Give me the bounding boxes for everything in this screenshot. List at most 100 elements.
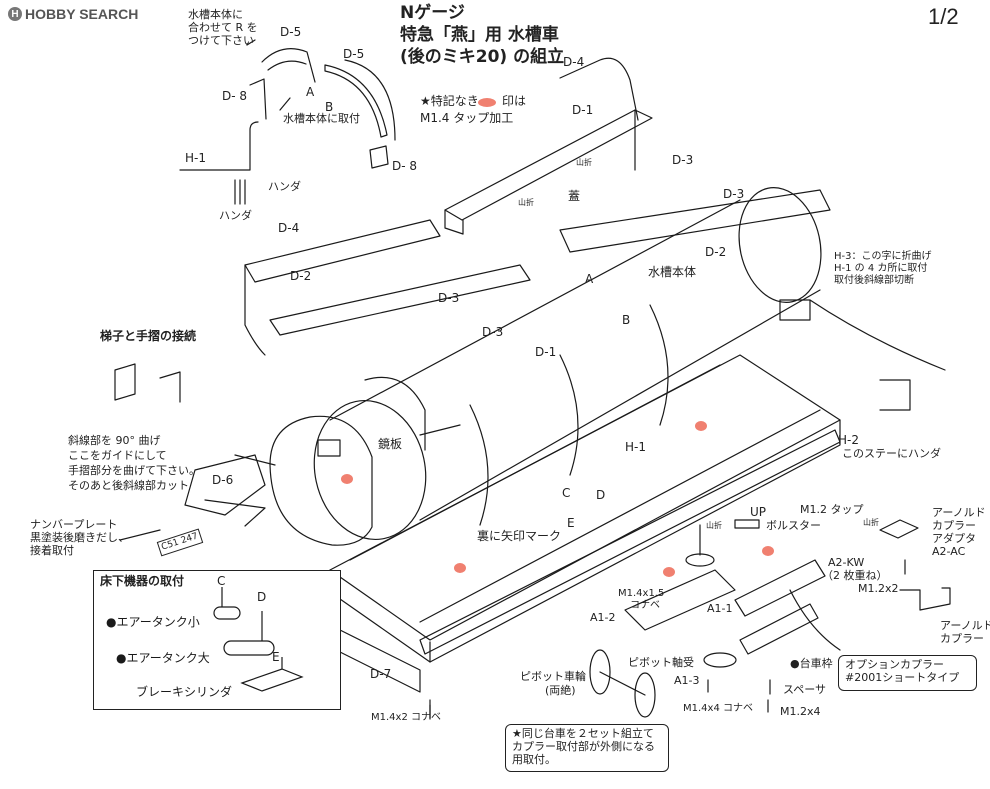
same-bogie-line-1: ★同じ台車を２セット組立て bbox=[512, 727, 654, 740]
label-a2: A bbox=[585, 272, 594, 286]
large-tank-icon bbox=[223, 640, 275, 656]
underframe-h1 bbox=[329, 354, 841, 663]
label-d2-b: D-2 bbox=[705, 245, 727, 259]
tap-note-1: ★特記なき bbox=[420, 94, 479, 108]
page-number: 1/2 bbox=[928, 4, 959, 29]
label-d7: D-7 bbox=[370, 667, 392, 681]
label-b1: B bbox=[325, 100, 334, 114]
callout-h3-2: H-1 の 4 カ所に取付 bbox=[834, 263, 928, 274]
underfloor-item-large-tank: ●エアータンク大 bbox=[116, 651, 210, 665]
underfloor-item-small-tank: ●エアータンク小 bbox=[106, 615, 200, 629]
callout-bend-1: 斜線部を 90° 曲げ bbox=[68, 434, 161, 447]
label-tank-body: 水槽本体 bbox=[648, 265, 697, 279]
bogie-konabe: コナベ bbox=[630, 600, 660, 611]
callout-plate-1: ナンバープレート bbox=[30, 518, 118, 531]
bogie-a1-3: A1-3 bbox=[674, 674, 700, 687]
bogie-a1-2: A1-2 bbox=[590, 611, 616, 624]
underfloor-letter-d: D bbox=[257, 590, 267, 604]
callout-stay-solder: このステーにハンダ bbox=[842, 447, 941, 460]
callout-tank-align-1: 水槽本体に bbox=[188, 8, 243, 21]
d5-parts bbox=[249, 48, 396, 141]
same-bogie-note: ★同じ台車を２セット組立て カプラー取付部が外側になる 用取付。 bbox=[505, 724, 669, 772]
same-bogie-line-3: 用取付。 bbox=[512, 753, 556, 766]
label-d1-b: D-1 bbox=[535, 345, 557, 359]
label-d4-a: D-4 bbox=[563, 55, 585, 69]
callout-plate-3: 接着取付 bbox=[30, 544, 74, 557]
adapter-line-4: A2-AC bbox=[932, 545, 966, 558]
bogie-m12x4: M1.2x4 bbox=[780, 705, 821, 718]
label-d2-a: D-2 bbox=[290, 269, 312, 283]
label-d8-b: D- 8 bbox=[392, 159, 418, 173]
label-lid: 蓋 bbox=[568, 189, 581, 203]
callout-mountain-3: 山折 bbox=[706, 521, 722, 530]
ladder-detail bbox=[114, 363, 181, 403]
label-d8-a: D- 8 bbox=[222, 89, 248, 103]
label-h1-a: H-1 bbox=[185, 151, 206, 165]
title-line-1: Nゲージ bbox=[400, 3, 465, 23]
callout-mountain-1: 山折 bbox=[576, 158, 592, 167]
label-mirror-plate: 鏡板 bbox=[378, 437, 403, 451]
callout-bend-3: 手摺部分を曲げて下さい。 bbox=[68, 464, 200, 477]
label-d4-b: D-4 bbox=[278, 221, 300, 235]
arnold-coupler-line-2: カプラー bbox=[940, 632, 984, 645]
bogie-pivot-bearing: ピボット軸受 bbox=[628, 656, 694, 669]
underfloor-drawing bbox=[213, 587, 304, 692]
label-c: C bbox=[562, 486, 571, 500]
small-tank-icon bbox=[213, 606, 241, 620]
label-up: UP bbox=[750, 505, 767, 519]
h1-bracket bbox=[179, 121, 259, 171]
bogie-a1-1: A1-1 bbox=[707, 602, 733, 615]
callout-tank-align-3: つけて下さい bbox=[188, 34, 254, 47]
watermark-text: HOBBY SEARCH bbox=[25, 6, 139, 22]
underfloor-item-brake: ブレーキシリンダ bbox=[136, 685, 233, 699]
d8-part bbox=[369, 145, 389, 169]
same-bogie-line-2: カプラー取付部が外側になる bbox=[512, 740, 655, 753]
bogie-m14x15: M1.4x1.5 bbox=[618, 588, 665, 599]
option-coupler-line-2: #2001ショートタイプ bbox=[845, 671, 960, 684]
callout-mountain-2: 山折 bbox=[518, 198, 534, 207]
label-d3-c: D-3 bbox=[438, 291, 460, 305]
tank-body bbox=[313, 187, 822, 541]
a2kw-line-2: （2 枚重ね） bbox=[822, 569, 888, 582]
bogie-frame: ●台車枠 bbox=[790, 657, 833, 670]
label-d3-a: D-3 bbox=[672, 153, 694, 167]
title-line-3: (後のミキ20) の組立 bbox=[400, 47, 565, 67]
label-d6: D-6 bbox=[212, 473, 234, 487]
callout-solder-2: ハンダ bbox=[219, 209, 252, 222]
a2kw-line-1: A2-KW bbox=[828, 556, 865, 569]
label-h1-b: H-1 bbox=[625, 440, 646, 454]
option-coupler-line-1: オプションカプラー bbox=[845, 658, 944, 671]
label-d5-b: D-5 bbox=[343, 47, 365, 61]
arnold-coupler-line-1: アーノルド bbox=[940, 619, 990, 632]
callout-plate-2: 黒塗装後磨きだし、 bbox=[30, 531, 129, 544]
logo-icon: H bbox=[8, 7, 22, 21]
bogie-assembly bbox=[429, 519, 826, 720]
callout-m12-tap: M1.2 タップ bbox=[800, 503, 864, 516]
callout-h3-3: 取付後斜線部切断 bbox=[834, 275, 914, 286]
bogie-pivot-wheel-sub: (両絶) bbox=[545, 684, 576, 697]
callout-tank-align-2: 合わせて R を bbox=[188, 21, 258, 34]
h2-bar bbox=[419, 429, 841, 655]
underfloor-box: 床下機器の取付 ●エアータンク小 ●エアータンク大 ブレーキシリンダ C D E bbox=[93, 570, 341, 710]
bogie-spacer: スペーサ bbox=[783, 683, 827, 696]
label-d: D bbox=[596, 488, 606, 502]
label-d3-d: D-3 bbox=[482, 325, 504, 339]
title-line-2: 特急「燕」用 水槽車 bbox=[400, 25, 559, 45]
adapter-line-3: アダプタ bbox=[932, 532, 976, 545]
label-e: E bbox=[567, 516, 575, 530]
callout-mountain-4: 山折 bbox=[863, 518, 879, 527]
label-d5-a: D-5 bbox=[280, 25, 302, 39]
label-d3-b: D-3 bbox=[723, 187, 745, 201]
watermark-logo: H HOBBY SEARCH bbox=[8, 6, 138, 22]
callout-arrow-mark: 裏に矢印マーク bbox=[477, 529, 562, 543]
bogie-pivot-wheel: ピボット車輪 bbox=[520, 670, 586, 683]
label-h2: H-2 bbox=[838, 433, 859, 447]
tap-note-2: 印は bbox=[502, 94, 527, 108]
h3-bracket bbox=[779, 299, 911, 411]
tap-mark-legend-icon bbox=[478, 98, 496, 107]
d7-part bbox=[339, 629, 421, 693]
brake-cylinder-icon bbox=[240, 657, 304, 692]
d4-left-rail bbox=[244, 219, 531, 356]
